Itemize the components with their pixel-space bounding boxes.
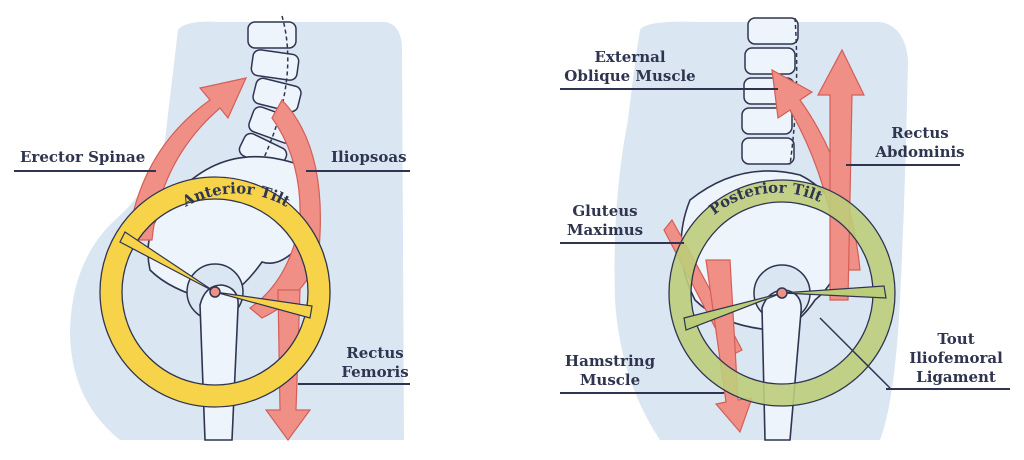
leader-rectus-abdominis	[846, 164, 960, 166]
label-external-oblique-line1: External	[594, 48, 666, 66]
label-rectus-femoris-line2: Femoris	[341, 363, 409, 381]
posterior-tilt-figure: Posterior Tilt	[614, 17, 908, 441]
label-iliofemoral-line3: Ligament	[916, 368, 996, 386]
label-gluteus-maximus-line2: Maximus	[566, 221, 644, 239]
leader-erector-spinae	[14, 170, 156, 172]
hamstring-arrow	[705, 259, 753, 434]
leader-hamstring	[560, 392, 724, 394]
leader-rectus-femoris	[298, 383, 410, 385]
label-external-oblique-line2: Oblique Muscle	[564, 67, 696, 85]
leader-iliopsoas	[306, 170, 410, 172]
spine-right	[741, 17, 799, 166]
leader-external-oblique	[560, 88, 778, 90]
label-rectus-femoris-line1: Rectus	[346, 344, 404, 362]
pivot-point-right	[776, 287, 788, 299]
label-rectus-abdominis-line2: Abdominis	[875, 143, 965, 161]
rectus-abdominis-arrow	[817, 48, 865, 301]
label-rectus-abdominis-line1: Rectus	[891, 124, 949, 142]
label-iliopsoas: Iliopsoas	[331, 148, 407, 166]
label-iliofemoral-line1: Tout	[937, 330, 975, 348]
leader-iliofemoral	[886, 388, 1010, 390]
iliopsoas-muscle	[249, 98, 321, 319]
label-erector-spinae: Erector Spinae	[20, 148, 146, 166]
label-iliofemoral-line2: Iliofemoral	[909, 349, 1003, 367]
anterior-tilt-figure: Anterior Tilt	[70, 15, 404, 442]
leader-gluteus-maximus	[560, 242, 684, 244]
pivot-point-left	[209, 286, 221, 298]
femur-left	[199, 284, 239, 441]
label-gluteus-maximus-line1: Gluteus	[572, 202, 638, 220]
anterior-tilt-ring	[100, 177, 330, 407]
label-hamstring-line2: Muscle	[579, 371, 641, 389]
label-hamstring-line1: Hamstring	[564, 352, 656, 370]
